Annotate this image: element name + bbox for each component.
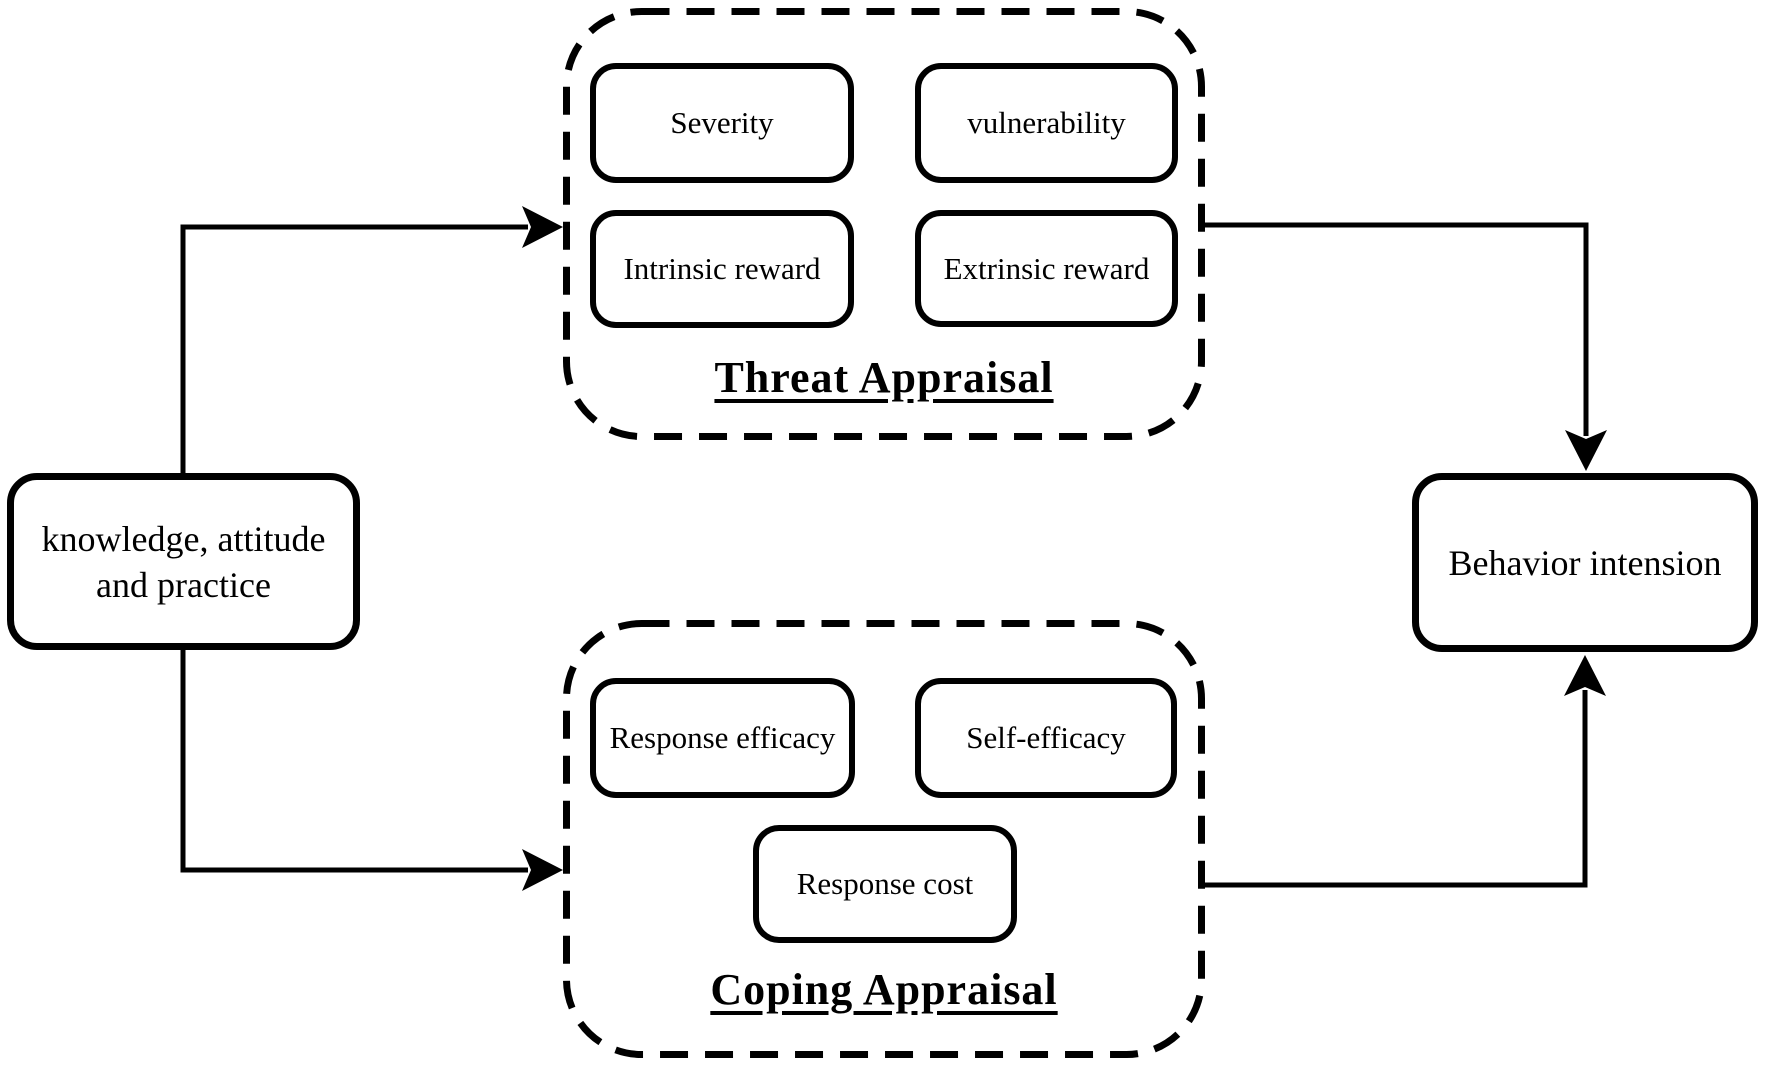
node-response-cost: Response cost (753, 825, 1017, 943)
threat-group-border (563, 8, 1205, 440)
connector-kap-to-coping (180, 650, 528, 873)
node-response-efficacy: Response efficacy (590, 678, 855, 798)
node-response-efficacy-label: Response efficacy (609, 720, 836, 756)
connector-threat-to-behavior (1205, 222, 1589, 436)
connector-kap-to-threat (180, 224, 528, 473)
coping-appraisal-title: Coping Appraisal (710, 965, 1058, 1014)
arrowhead-kap-to-threat (522, 206, 563, 248)
node-severity-label: Severity (670, 105, 774, 141)
node-severity: Severity (590, 63, 854, 183)
node-extrinsic-reward: Extrinsic reward (915, 210, 1178, 327)
node-extrinsic-reward-label: Extrinsic reward (943, 250, 1150, 286)
node-behavior-intension: Behavior intension (1412, 473, 1758, 652)
arrowhead-coping-to-behavior (1564, 655, 1606, 696)
node-vulnerability: vulnerability (915, 63, 1178, 183)
threat-appraisal-title: Threat Appraisal (714, 353, 1054, 402)
node-behavior-intension-label: Behavior intension (1448, 542, 1722, 583)
node-knowledge-attitude-practice: knowledge, attitude and practice (7, 473, 360, 650)
node-response-cost-label: Response cost (796, 866, 974, 902)
node-knowledge-attitude-practice-label: knowledge, attitude and practice (41, 518, 326, 605)
node-intrinsic-reward-label: Intrinsic reward (623, 251, 821, 287)
arrowhead-kap-to-coping (522, 849, 563, 891)
node-self-efficacy-label: Self-efficacy (966, 720, 1126, 756)
node-self-efficacy: Self-efficacy (915, 678, 1177, 798)
connector-coping-to-behavior (1205, 690, 1588, 888)
node-vulnerability-label: vulnerability (967, 105, 1126, 141)
node-intrinsic-reward: Intrinsic reward (590, 210, 854, 328)
arrowhead-threat-to-behavior (1565, 430, 1607, 471)
coping-group-border (563, 620, 1205, 1058)
